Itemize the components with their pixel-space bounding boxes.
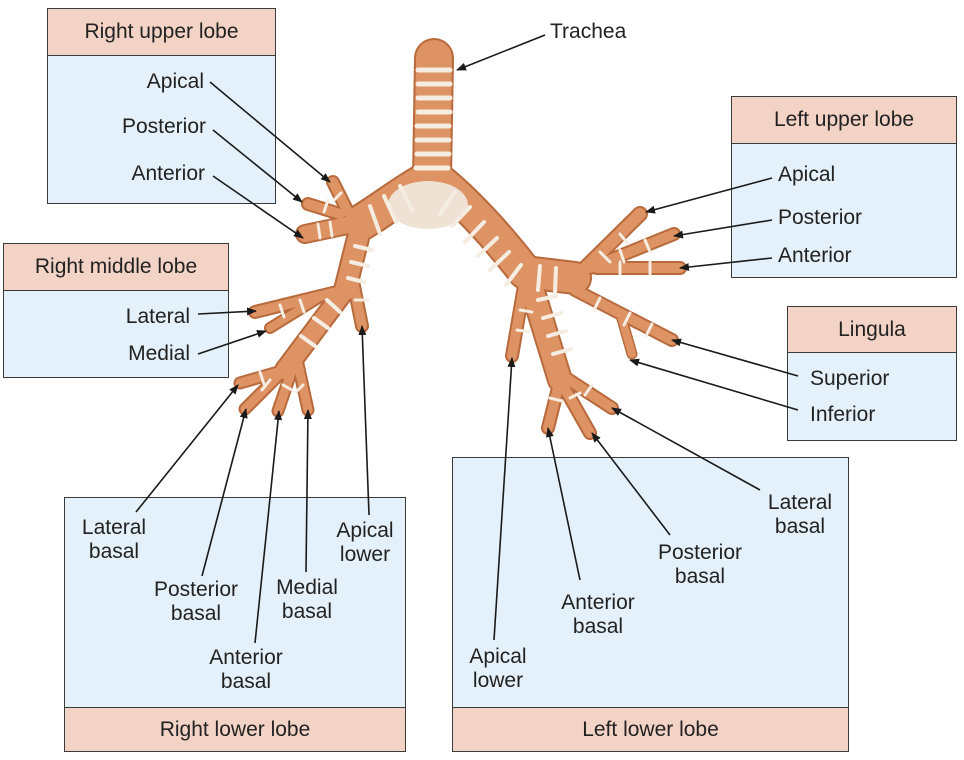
lingula-title: Lingula (787, 306, 957, 353)
bronchial-tree (233, 38, 687, 440)
trachea-label: Trachea (550, 20, 627, 43)
left-lower-lobe-title: Left lower lobe (452, 707, 849, 752)
left-upper-lobe-title: Left upper lobe (731, 96, 957, 144)
lingula-inferior-label: Inferior (810, 403, 876, 426)
leader-lines (135, 34, 799, 644)
right-upper-lobe-title: Right upper lobe (47, 8, 276, 56)
right-upper-apical-label: Apical (146, 70, 204, 93)
left-lower-lobe-box (452, 457, 849, 752)
right-upper-anterior-label: Anterior (131, 162, 205, 185)
left-upper-posterior-label: Posterior (778, 206, 863, 229)
left-upper-anterior-label: Anterior (778, 244, 852, 267)
right-upper-posterior-label: Posterior (121, 115, 206, 138)
right-middle-lobe-title: Right middle lobe (3, 243, 229, 291)
lingula-superior-label: Superior (810, 367, 890, 390)
left-upper-apical-label: Apical (778, 163, 836, 186)
right-middle-lateral-label: Lateral (125, 305, 190, 328)
right-lower-lobe-title: Right lower lobe (64, 707, 406, 752)
right-middle-medial-label: Medial (128, 342, 190, 365)
